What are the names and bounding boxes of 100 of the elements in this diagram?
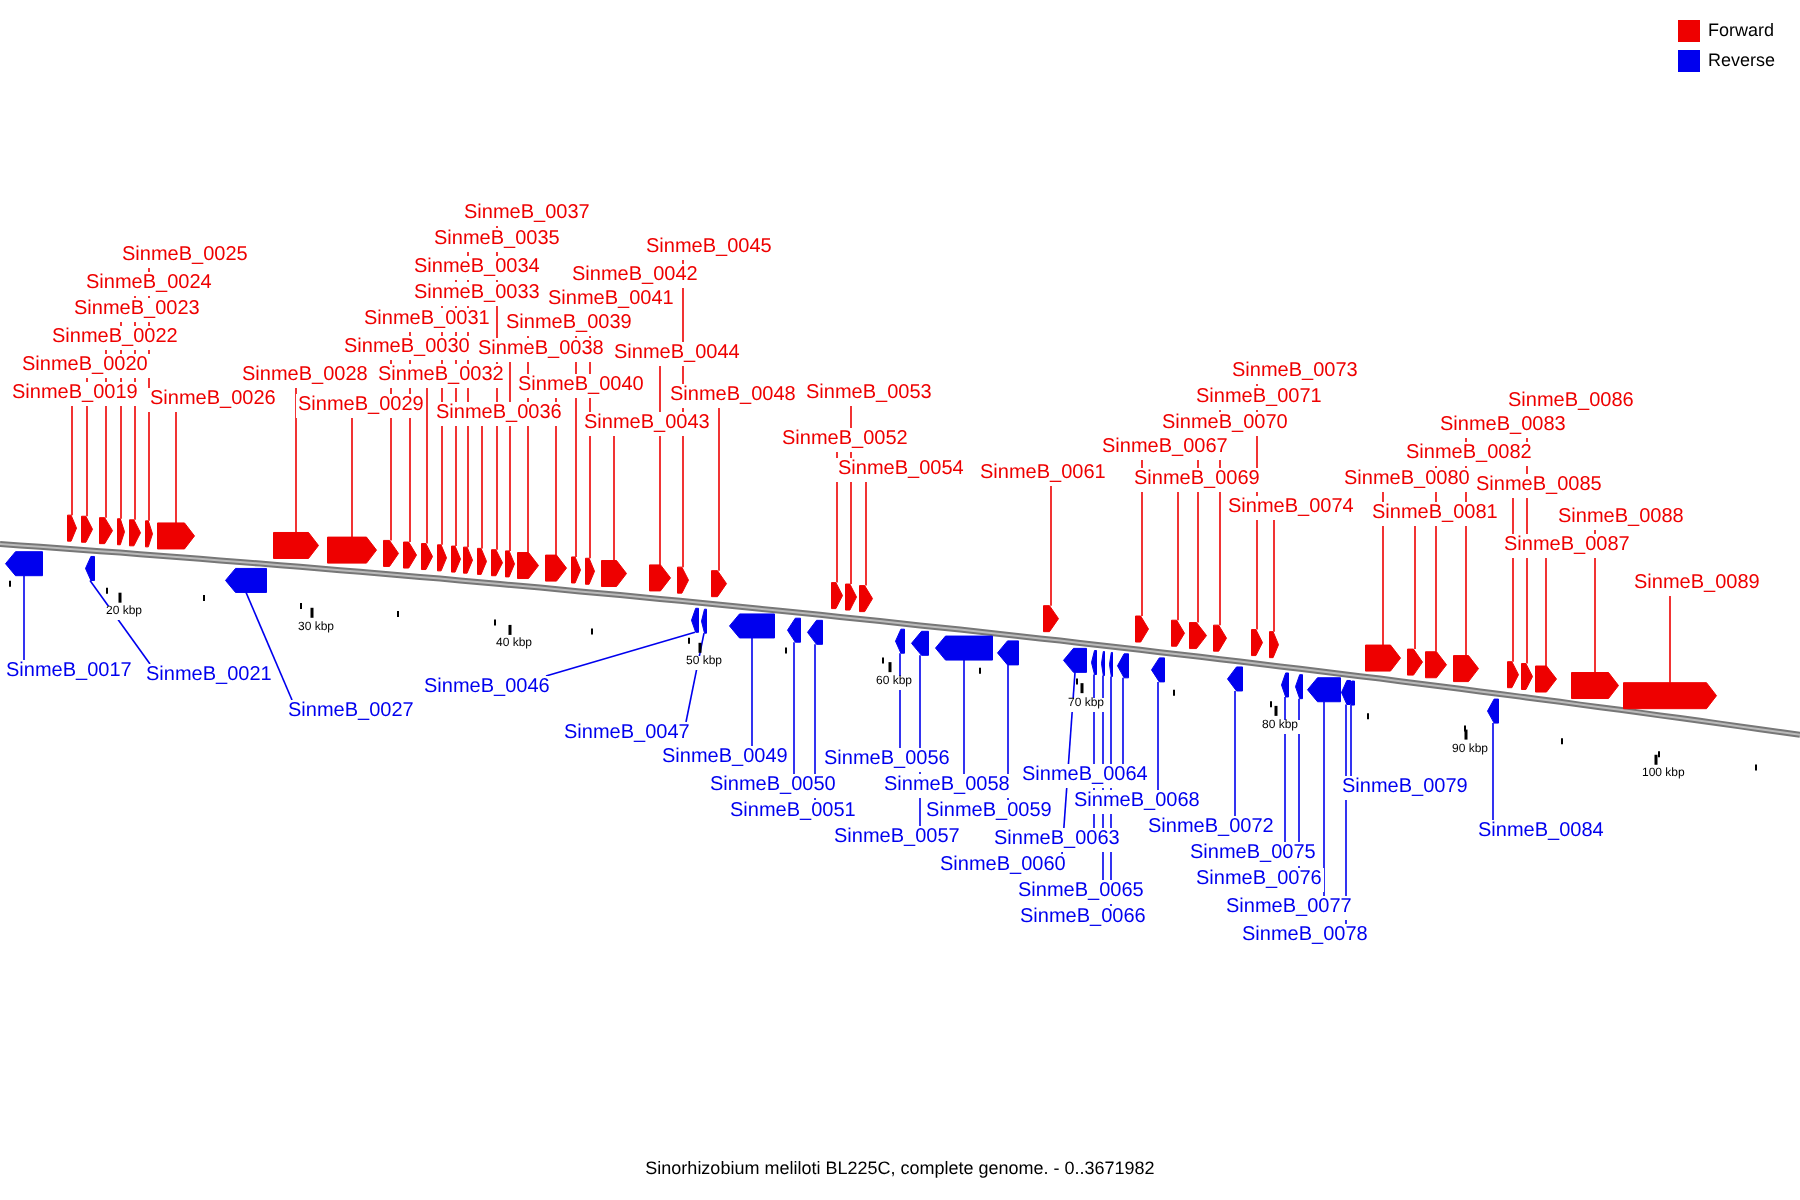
gene-label: SinmeB_0044 (612, 342, 742, 366)
gene-label: SinmeB_0023 (72, 298, 202, 322)
gene-label: SinmeB_0073 (1230, 360, 1360, 384)
gene-feature (157, 522, 195, 550)
gene-feature (571, 556, 581, 584)
gene-label: SinmeB_0019 (10, 382, 140, 406)
gene-feature (403, 541, 417, 569)
gene-label: SinmeB_0037 (462, 202, 592, 226)
leader-line (1122, 677, 1124, 765)
gene-feature (1571, 672, 1619, 700)
gene-feature (691, 607, 699, 633)
gene-label: SinmeB_0076 (1194, 868, 1324, 892)
leader-line (793, 641, 795, 775)
leader-line (23, 574, 25, 661)
gene-label: SinmeB_0089 (1632, 572, 1762, 596)
gene-feature (5, 551, 43, 577)
leader-line (545, 631, 696, 677)
gene-feature (477, 547, 487, 575)
gene-label: SinmeB_0058 (882, 774, 1012, 798)
gene-label: SinmeB_0045 (644, 236, 774, 260)
gene-feature (601, 560, 627, 587)
gene-label: SinmeB_0046 (422, 676, 552, 700)
gene-label: SinmeB_0059 (924, 800, 1054, 824)
leader-line (351, 417, 353, 538)
legend-label: Forward (1708, 18, 1775, 42)
gene-label: SinmeB_0061 (978, 462, 1108, 486)
gene-feature (1407, 648, 1423, 676)
gene-feature (787, 617, 801, 643)
leader-line (1157, 681, 1159, 791)
gene-label: SinmeB_0067 (1100, 436, 1230, 460)
leader-line (1050, 485, 1052, 607)
gene-label: SinmeB_0054 (836, 458, 966, 482)
gene-feature (437, 544, 447, 572)
gene-feature (1091, 650, 1097, 675)
leader-line (1669, 595, 1671, 684)
gene-feature (99, 517, 113, 545)
gene-feature (451, 545, 461, 573)
gene-label: SinmeB_0051 (728, 800, 858, 824)
gene-label: SinmeB_0027 (286, 700, 416, 724)
gene-label: SinmeB_0026 (148, 388, 278, 412)
gene-feature (935, 635, 993, 661)
gene-label: SinmeB_0071 (1194, 386, 1324, 410)
gene-label: SinmeB_0049 (660, 746, 790, 770)
gene-feature (1507, 661, 1519, 689)
gene-label: SinmeB_0064 (1020, 764, 1150, 788)
caption: Sinorhizobium meliloti BL225C, complete genome. - 0..3671982 (643, 1156, 1157, 1180)
gene-feature (463, 546, 473, 574)
gene-feature (383, 539, 399, 567)
legend-label: Reverse (1708, 48, 1776, 72)
gene-feature (807, 619, 823, 645)
gene-feature (895, 628, 905, 654)
gene-label: SinmeB_0063 (992, 828, 1122, 852)
gene-feature (711, 570, 727, 598)
gene-label: SinmeB_0087 (1502, 534, 1632, 558)
gene-feature (145, 520, 153, 548)
gene-label: SinmeB_0070 (1160, 412, 1290, 436)
gene-feature (225, 567, 267, 593)
gene-label: SinmeB_0032 (376, 364, 506, 388)
leader-line (481, 425, 483, 550)
gene-feature (677, 566, 689, 594)
gene-label: SinmeB_0040 (516, 374, 646, 398)
leader-line (659, 365, 661, 566)
gene-label: SinmeB_0048 (668, 384, 798, 408)
gene-feature (1043, 605, 1059, 633)
gene-feature (1453, 655, 1479, 683)
gene-label: SinmeB_0088 (1556, 506, 1686, 530)
leader-line (1545, 557, 1547, 667)
gene-feature (859, 585, 873, 613)
gene-feature (129, 519, 141, 547)
leader-line (509, 361, 511, 552)
gene-label: SinmeB_0020 (20, 354, 150, 378)
gene-label: SinmeB_0083 (1438, 414, 1568, 438)
gene-feature (1063, 647, 1087, 673)
leader-line (89, 579, 151, 665)
gene-feature (1623, 682, 1717, 710)
gene-feature (1521, 663, 1533, 690)
gene-label: SinmeB_0079 (1340, 776, 1470, 800)
gene-label: SinmeB_0036 (434, 402, 564, 426)
leader-line (1323, 700, 1325, 897)
leader-line (245, 591, 293, 701)
gene-feature (491, 549, 503, 577)
leader-line (1414, 525, 1416, 650)
leader-line (865, 481, 867, 587)
gene-label: SinmeB_0081 (1370, 502, 1500, 526)
gene-feature (67, 514, 77, 542)
gene-feature (1151, 657, 1165, 683)
gene-label: SinmeB_0034 (412, 256, 542, 280)
gene-label: SinmeB_0035 (432, 228, 562, 252)
gene-feature (545, 554, 567, 582)
gene-label: SinmeB_0084 (1476, 820, 1606, 844)
gene-feature (1281, 672, 1289, 698)
gene-feature (729, 613, 775, 639)
gene-label: SinmeB_0047 (562, 722, 692, 746)
gene-feature (1347, 680, 1355, 706)
leader-line (1284, 696, 1286, 843)
gene-feature (585, 557, 595, 585)
gene-label: SinmeB_0025 (120, 244, 250, 268)
gene-label: SinmeB_0068 (1072, 790, 1202, 814)
leader-line (1234, 690, 1236, 817)
gene-label: SinmeB_0017 (4, 660, 134, 684)
